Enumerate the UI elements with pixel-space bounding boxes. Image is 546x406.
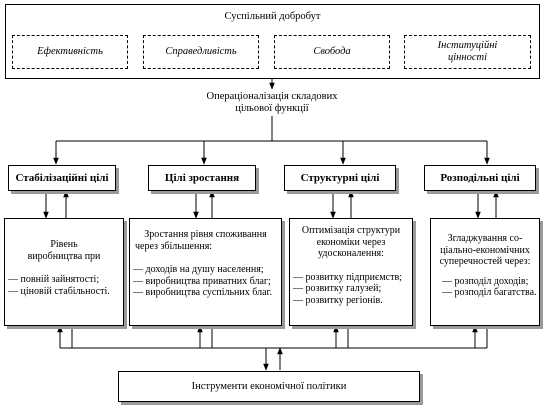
detail-structural: Оптимізація структури економіки через уд… [289, 218, 413, 326]
goal-distributive: Розподільні цілі [424, 165, 536, 191]
detail-distributive: Згладжування со- ціально-економічних суп… [430, 218, 540, 326]
value-freedom: Свобода [274, 35, 390, 69]
operationalization-line-2: цільової функції [235, 103, 309, 114]
operationalization-label: Операціоналізація складових цільової фун… [172, 91, 372, 115]
goal-stabilization: Стабілізаційні цілі [8, 165, 116, 191]
operationalization-line-1: Операціоналізація складових [206, 91, 338, 102]
detail-stabilization: Рівень виробництва при — повній зайнятос… [4, 218, 124, 326]
economic-policy-tools: Інструменти економічної політики [118, 371, 420, 402]
detail-growth: Зростання рівня споживання через збільше… [129, 218, 282, 326]
value-justice: Справедливість [143, 35, 259, 69]
value-institutional: Інституційні цінності [404, 35, 531, 69]
goal-structural: Структурні цілі [284, 165, 396, 191]
goal-growth: Цілі зростання [148, 165, 256, 191]
social-welfare-title: Суспільний добробут [224, 11, 321, 22]
social-welfare-block: Суспільний добробут Ефективність Справед… [5, 4, 540, 79]
value-efficiency: Ефективність [12, 35, 128, 69]
